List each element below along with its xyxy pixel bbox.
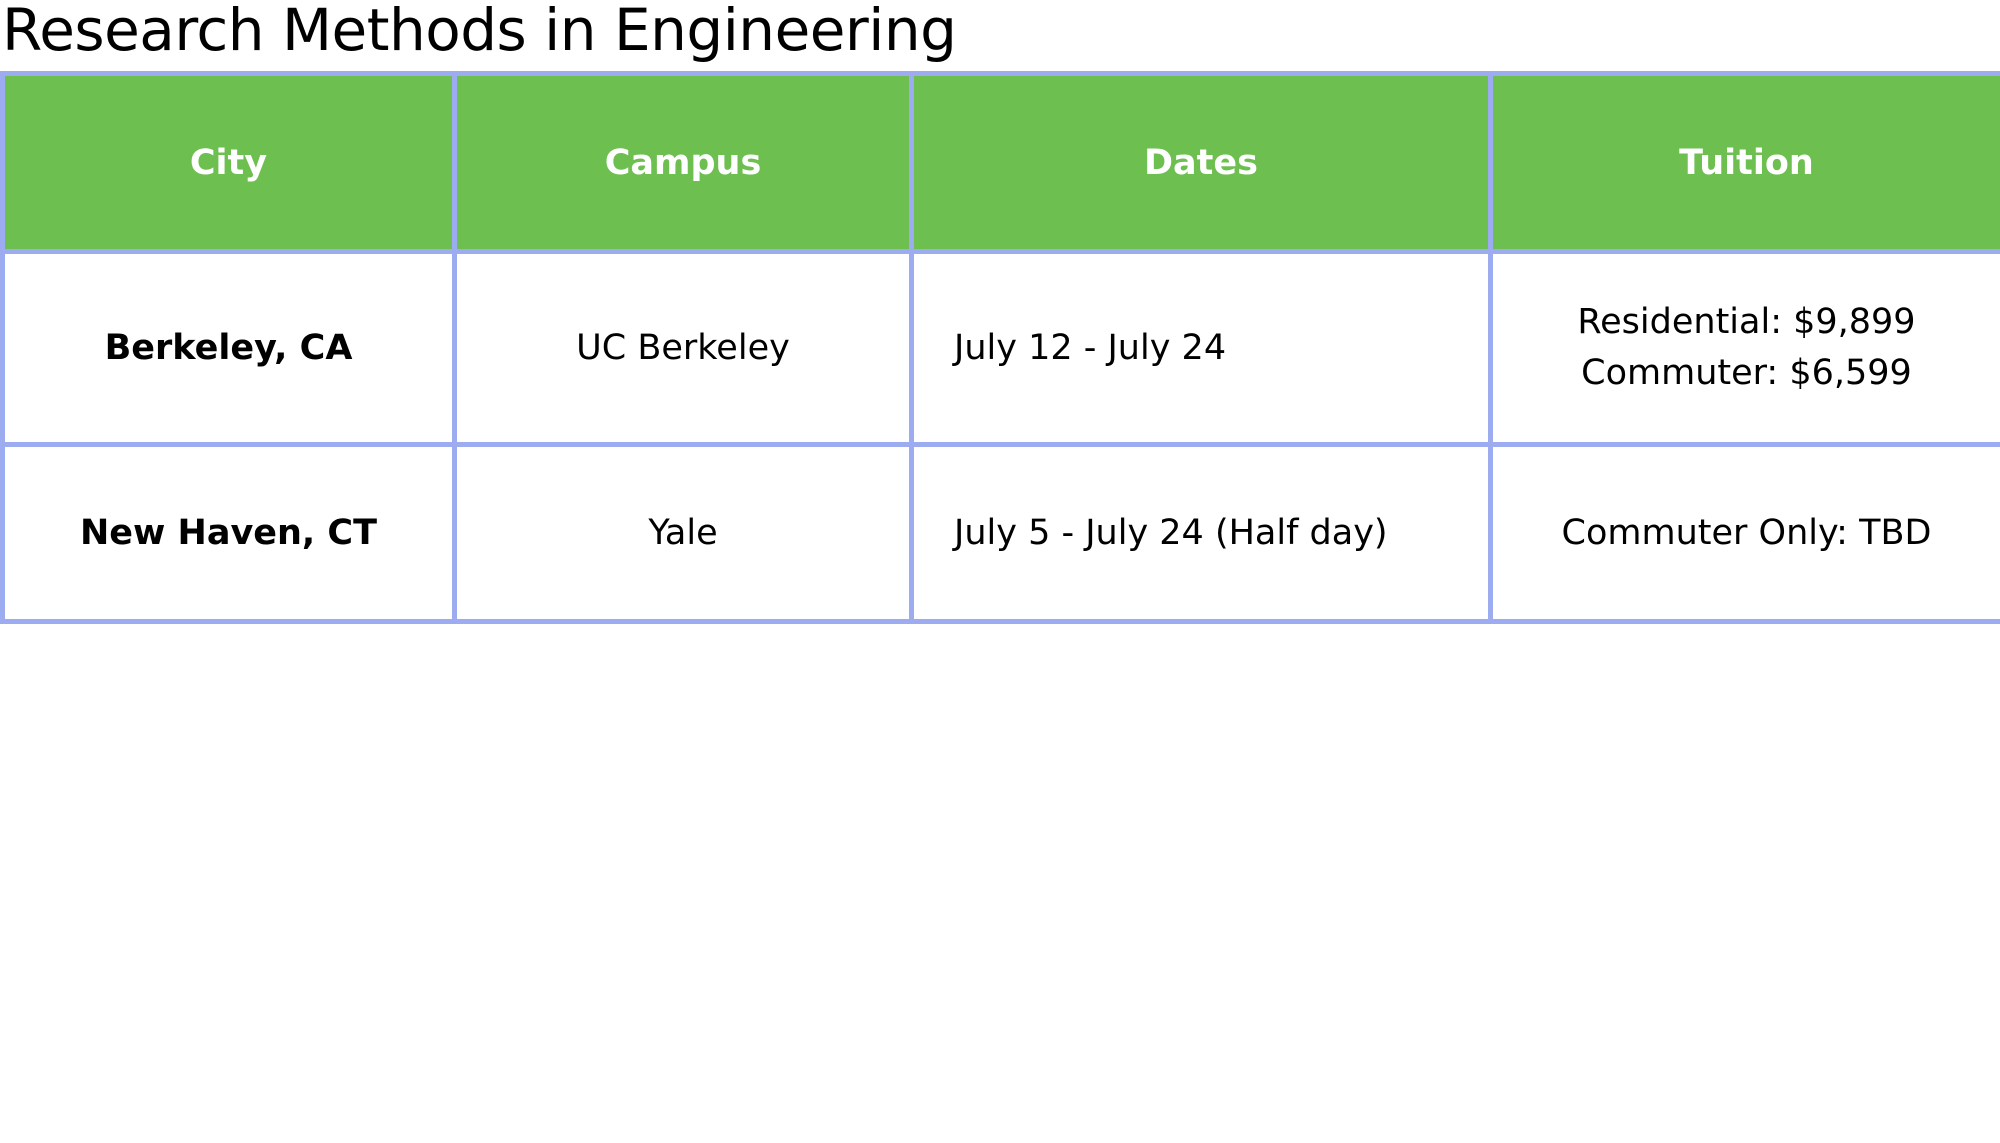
campus-cell: UC Berkeley xyxy=(452,249,914,447)
city-cell: Berkeley, CA xyxy=(0,249,457,447)
program-schedule-table: City Campus Dates Tuition Berkeley, CA U… xyxy=(0,71,2000,624)
campus-cell: Yale xyxy=(452,442,914,624)
dates-cell: July 5 - July 24 (Half day) xyxy=(909,442,1493,624)
header-tuition: Tuition xyxy=(1488,71,2000,254)
header-dates: Dates xyxy=(909,71,1493,254)
tuition-cell: Residential: $9,899 Commuter: $6,599 xyxy=(1488,249,2000,447)
table-row: Berkeley, CA UC Berkeley July 12 - July … xyxy=(0,249,2000,447)
tuition-commuter-only: Commuter Only: TBD xyxy=(1561,512,1932,553)
tuition-commuter: Commuter: $6,599 xyxy=(1581,353,1912,393)
header-campus: Campus xyxy=(452,71,914,254)
dates-cell: July 12 - July 24 xyxy=(909,249,1493,447)
table-row: New Haven, CT Yale July 5 - July 24 (Hal… xyxy=(0,442,2000,624)
page-title: Research Methods in Engineering xyxy=(2,0,957,64)
header-city: City xyxy=(0,71,457,254)
city-cell: New Haven, CT xyxy=(0,442,457,624)
tuition-cell: Commuter Only: TBD xyxy=(1488,442,2000,624)
tuition-residential: Residential: $9,899 xyxy=(1577,302,1916,342)
table-header-row: City Campus Dates Tuition xyxy=(0,71,2000,254)
